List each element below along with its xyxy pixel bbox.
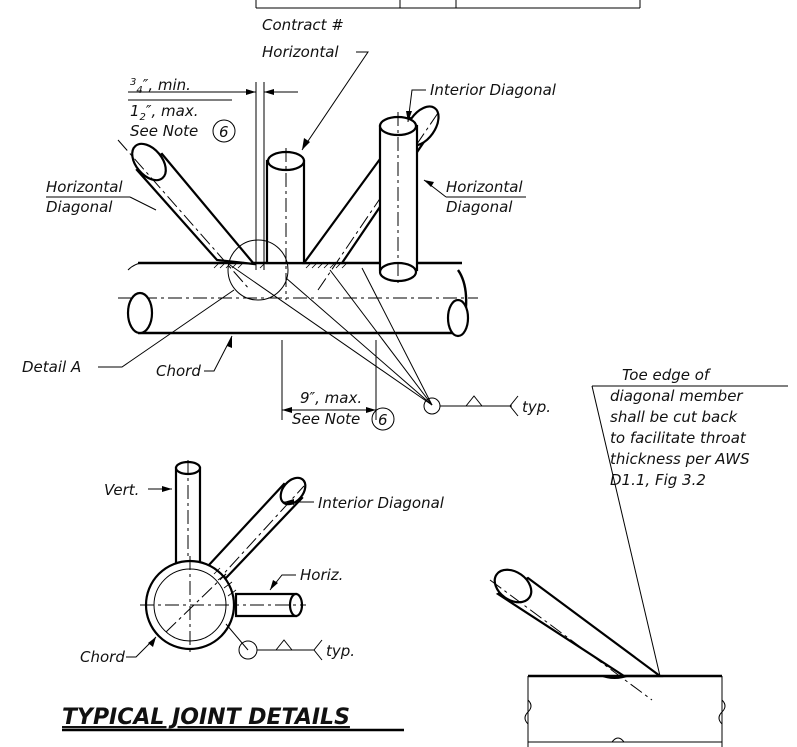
typ-label-elevation: typ.: [522, 398, 551, 416]
gap-min-denominator: 4: [136, 85, 142, 96]
weld-symbol-elevation: [229, 264, 519, 417]
gap-max-whole: 1: [130, 102, 140, 120]
weld-symbol-section: [225, 623, 323, 661]
weld-hatching: [213, 261, 349, 269]
left-horizontal-label: Horizontal: [46, 178, 123, 196]
note-line-4: to facilitate throat: [610, 429, 747, 447]
note-line-5: thickness per AWS: [610, 450, 750, 468]
section-chord-label: Chord: [80, 648, 125, 666]
elevation-view: 34″, min. 12″, max. See Note 6 Horizonta…: [22, 43, 557, 431]
note-number-top: 6: [219, 123, 229, 141]
see-note-bottom: See Note: [292, 410, 360, 428]
horizontal-member: [265, 148, 306, 300]
svg-text:12″, max.: 12″, max.: [130, 102, 199, 123]
drawing-title: TYPICAL JOINT DETAILS: [62, 705, 350, 730]
gap-min-numerator: 3: [130, 77, 136, 88]
detail-a-label: Detail A: [22, 358, 81, 376]
left-diagonal-label: Diagonal: [46, 198, 113, 216]
section-vert-label: Vert.: [104, 481, 139, 499]
gap-max-denominator: 2: [140, 112, 146, 123]
note-number-bottom: 6: [378, 411, 388, 429]
detail-a-view: Toe edge of diagonal member shall be cut…: [489, 366, 788, 747]
section-typ-label: typ.: [326, 642, 355, 660]
gap-dimension: [128, 82, 298, 270]
span-dimension: [281, 340, 377, 420]
chord-label: Chord: [156, 362, 201, 380]
see-note-top: See Note: [130, 122, 198, 140]
gap-max-text: ″, max.: [146, 102, 199, 120]
interior-diagonal-member: [378, 112, 419, 284]
right-horizontal-diagonal: [301, 105, 441, 291]
contract-label: Contract #: [262, 16, 344, 34]
note-circle-top: [212, 119, 236, 143]
note-circle-bottom: [371, 407, 395, 431]
gap-min-text: ″, min.: [143, 76, 191, 94]
interior-diagonal-label: Interior Diagonal: [430, 81, 557, 99]
note-line-6: D1.1, Fig 3.2: [610, 471, 706, 489]
svg-text:34″, min.: 34″, min.: [130, 76, 191, 96]
section-view: Vert. Interior Diagonal Horiz. Chord typ…: [80, 460, 445, 666]
horizontal-label: Horizontal: [262, 43, 339, 61]
section-interior-diagonal-label: Interior Diagonal: [318, 494, 445, 512]
section-horiz-label: Horiz.: [300, 566, 343, 584]
detail-a-circle: [227, 239, 289, 301]
right-diagonal-label: Diagonal: [446, 198, 513, 216]
right-horizontal-label: Horizontal: [446, 178, 523, 196]
note-line-2: diagonal member: [610, 387, 743, 405]
chord-member: [118, 261, 478, 338]
left-horizontal-diagonal: [117, 139, 257, 291]
note-line-1: Toe edge of: [622, 366, 712, 384]
span-max-label: 9″, max.: [300, 389, 362, 407]
contract-table: Contract #: [255, 0, 641, 34]
note-line-3: shall be cut back: [610, 408, 738, 426]
